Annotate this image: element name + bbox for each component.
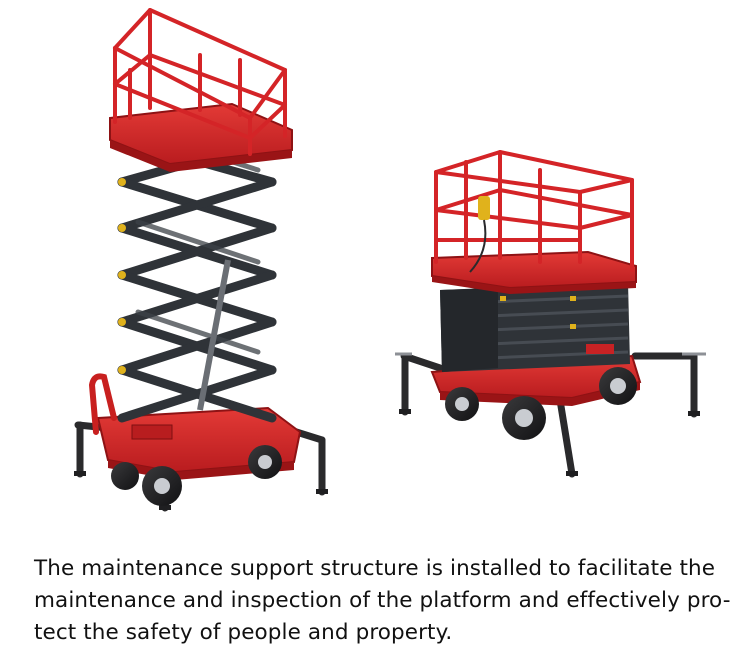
left-lift-handle (88, 373, 117, 435)
right-lift-wheels (445, 367, 637, 440)
left-lift-scissor-arms (117, 135, 277, 423)
caption-line-1: The maintenance support structure is ins… (34, 556, 716, 581)
caption-line-2: maintenance and inspection of the platfo… (34, 588, 731, 613)
caption-line-3: tect the safety of people and property. (34, 620, 453, 645)
left-lift-wheels (111, 445, 282, 506)
product-photo (74, 8, 706, 512)
right-lift-guardrail (434, 150, 634, 272)
left-lift-guardrail (113, 8, 287, 156)
right-lift-outriggers (400, 352, 698, 478)
lowered-scissor-lift (395, 150, 706, 478)
control-box (478, 196, 490, 220)
product-caption: The maintenance support structure is ins… (34, 553, 731, 649)
right-lift-scissor-stack (440, 282, 630, 372)
extended-scissor-lift (74, 8, 328, 512)
